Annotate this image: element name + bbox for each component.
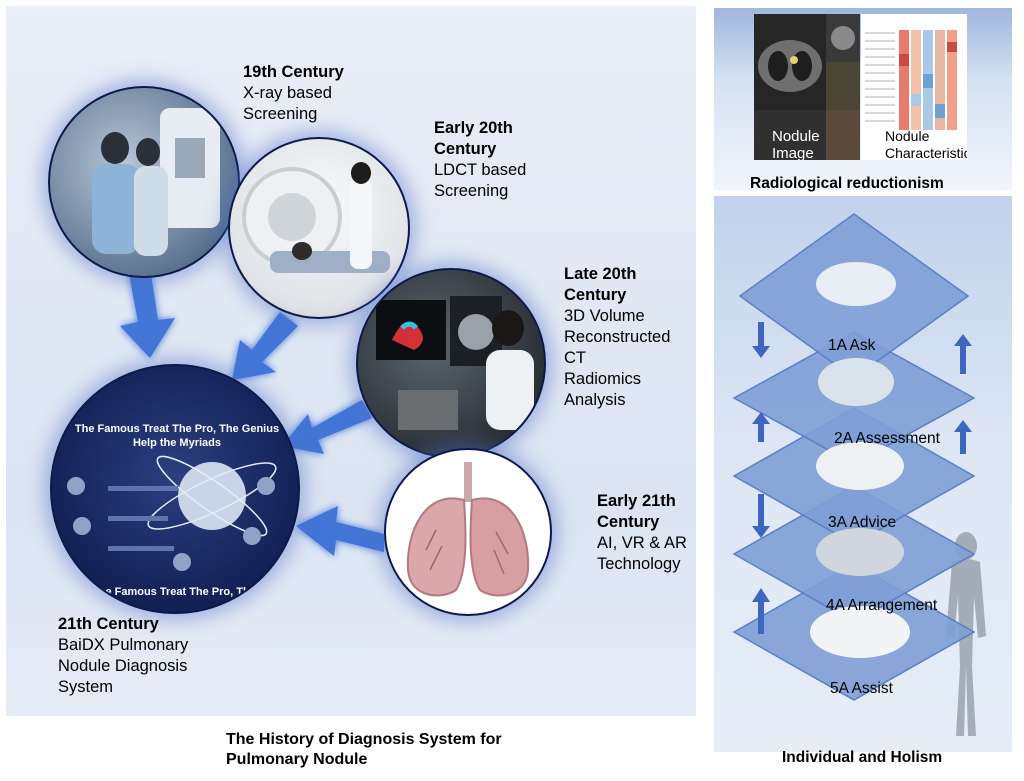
nodule-characteristic-label-line-1: Nodule [885,128,930,144]
era-late-20th-century: Late 20th Century 3D Volume Reconstructe… [564,264,670,411]
era-line: 3D Volume [564,307,645,325]
nodule-image-label-line-2: Image [772,145,814,160]
advice-photo [816,442,904,490]
era-line: Screening [434,182,509,200]
holism-diamond-stack [732,213,986,736]
heatmap-illustration [865,30,957,130]
era-line: BaiDX Pulmonary [58,636,189,654]
arrow-up-3 [954,420,972,454]
arrow-up-1 [954,334,972,374]
history-title-line-1: The History of Diagnosis System for [226,731,502,748]
level-label-5: 5A Assist [830,680,893,697]
arrow-down-2 [752,494,770,538]
holism-caption: Individual and Holism [782,749,943,766]
level-photos [810,262,910,658]
baidx-headline-line-1: The Famous Treat The Pro, The Genius [74,423,280,435]
nodule-characteristic-heatmap: Nodule Characteristic [861,14,967,160]
history-title: The History of Diagnosis System for Pulm… [226,730,502,770]
era-line: AI, VR & AR [597,534,687,552]
level-label-1: 1A Ask [828,337,876,354]
assessment-photo [818,358,894,406]
era-heading-line: Century [434,140,497,158]
era-line: Nodule Diagnosis [58,657,188,675]
lung-model-photo [384,448,552,616]
era-heading-line: Late 20th [564,265,637,283]
era-heading-line: Early 21th [597,492,676,510]
era-line: Analysis [564,391,626,409]
arrow-lung-to-baidx [296,506,384,556]
baidx-headline-line-2: Help the Myriads [132,437,222,449]
ldct-scene-illustration [242,162,390,273]
reductionism-caption: Radiological reductionism [750,175,944,192]
level-label-4: 4A Arrangement [826,597,938,614]
arrow-up-4 [752,588,770,634]
assist-photo [810,606,910,658]
arrow-down-1 [752,322,770,358]
baidx-footer-text: The Famous Treat The Pro, The Genius [92,586,297,598]
arrow-up-2 [752,412,770,442]
nodule-image-panel: Nodule Image [754,14,860,160]
era-heading-line: Century [564,286,627,304]
nodule-characteristic-label-line-2: Characteristic [885,145,967,160]
arrangement-photo [816,528,904,576]
era-line: X-ray based [243,84,332,102]
era-line: System [58,678,114,696]
xray-scene-illustration [92,108,220,256]
era-line: Screening [243,105,318,123]
3d-reconstruction-photo [356,268,546,458]
history-title-line-2: Pulmonary Nodule [226,751,368,768]
era-line: Radiomics [564,370,642,388]
era-line: CT [564,349,586,367]
arrow-xray-to-baidx [120,268,175,358]
arrow-3d-to-baidx [282,400,372,454]
era-heading-line: Century [597,513,660,531]
era-19th-century: 19th Century X-ray based Screening [243,62,344,125]
era-heading: 19th Century [243,63,344,81]
ldct-screening-photo [228,137,410,319]
ct-scan-illustration [754,14,860,160]
nodule-characteristic-label: Nodule Characteristic [885,128,967,160]
lung-illustration [406,462,530,597]
level-label-2: 2A Assessment [834,430,940,447]
ask-photo [816,262,896,306]
xray-screening-photo [48,86,240,278]
baidx-system-screen: The Famous Treat The Pro, The Genius Hel… [50,364,300,614]
arrow-ldct-to-baidx [232,312,298,380]
baidx-headline: The Famous Treat The Pro, The Genius Hel… [74,422,280,450]
era-early-21th-century: Early 21th Century AI, VR & AR Technolog… [597,491,687,575]
era-heading: 21th Century [58,615,159,633]
nodule-image-label: Nodule Image [772,128,820,160]
nodule-image-label-line-1: Nodule [772,128,820,145]
era-early-20th-century: Early 20th Century LDCT based Screening [434,118,526,202]
era-heading-line: Early 20th [434,119,513,137]
era-21th-century: 21th Century BaiDX Pulmonary Nodule Diag… [58,614,188,698]
level-label-3: 3A Advice [828,514,897,531]
era-line: LDCT based [434,161,527,179]
baidx-globe-illustration [67,455,277,571]
era-line: Reconstructed [564,328,671,346]
era-line: Technology [597,555,681,573]
3d-scene-illustration [376,296,534,430]
